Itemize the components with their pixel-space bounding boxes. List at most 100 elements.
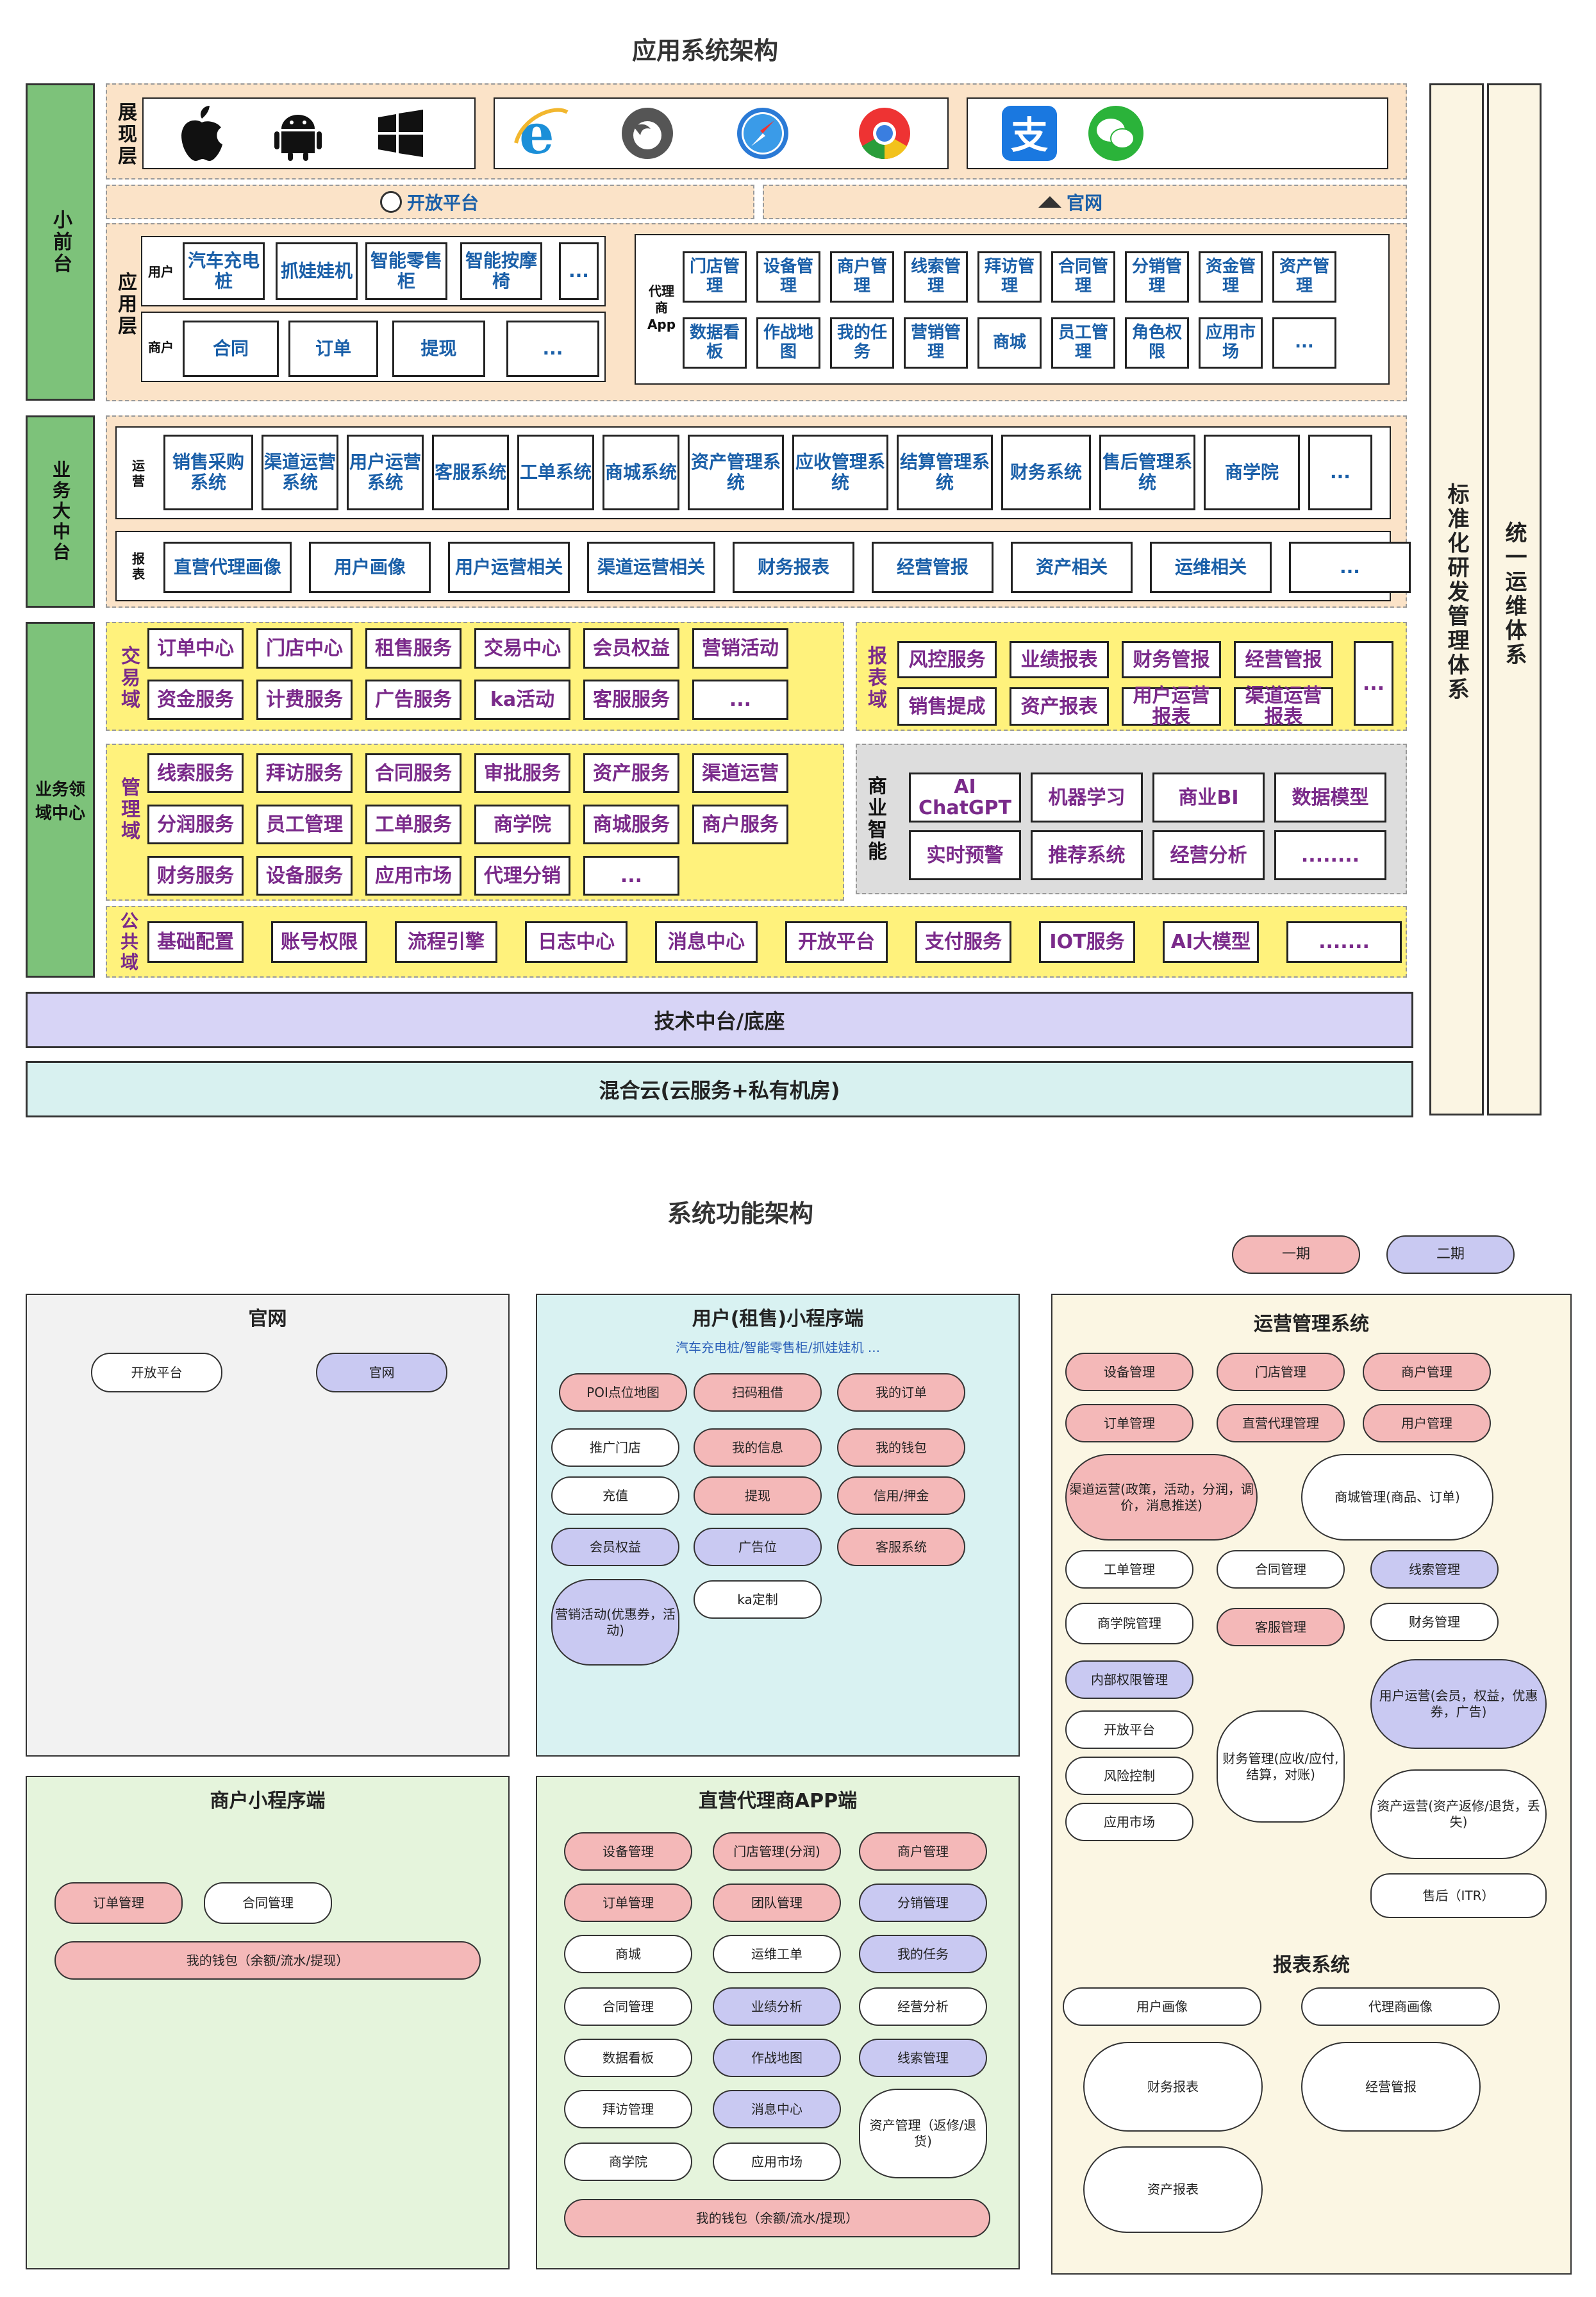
function-pill: 应用市场 (1065, 1803, 1193, 1841)
trade-label: 交易域 (117, 645, 140, 711)
function-pill: POI点位地图 (559, 1373, 687, 1412)
legend-phase2: 二期 (1386, 1235, 1515, 1274)
agent-item: 资金管理 (1199, 251, 1263, 303)
mgmt-item: 员工管理 (256, 805, 353, 844)
function-pill: 我的钱包（余额/流水/提现） (54, 1941, 481, 1980)
apple-icon (173, 103, 231, 164)
open-platform: 开放平台 (346, 187, 513, 217)
user-item: 智能零售柜 (365, 242, 447, 300)
user-mini-title: 用户(租售)小程序端 (692, 1308, 864, 1330)
mgmt-item: 工单服务 (365, 805, 461, 844)
trade-item: ... (692, 680, 788, 720)
mgmt-label: 管理域 (117, 776, 140, 842)
function-pill: 信用/押金 (837, 1476, 965, 1515)
agent-item: ... (1272, 317, 1336, 369)
public-item: 支付服务 (915, 921, 1011, 963)
domain-label: 业务领域中心 (26, 622, 95, 978)
function-pill: 风险控制 (1065, 1757, 1193, 1795)
function-pill: 我的钱包 (837, 1428, 965, 1467)
ops-item: 售后管理系统 (1099, 435, 1195, 510)
bi-item: 经营分析 (1152, 830, 1265, 880)
bi-item: ........ (1274, 830, 1386, 880)
legend-phase1: 一期 (1232, 1235, 1360, 1274)
public-item: 日志中心 (525, 921, 628, 963)
agent-item: 应用市场 (1199, 317, 1263, 369)
trade-item: 订单中心 (147, 628, 244, 669)
official-site-bar (763, 185, 1407, 219)
mgmt-item: 资产服务 (583, 753, 679, 793)
function-pill: 商户管理 (859, 1832, 987, 1871)
agent-item: 设备管理 (756, 251, 820, 303)
trade-item: 营销活动 (692, 628, 788, 669)
function-pill: 资产运营(资产返修/退货，丢失) (1370, 1769, 1547, 1859)
trade-item: 租售服务 (365, 628, 461, 669)
public-item: 流程引擎 (395, 921, 497, 963)
function-pill: 我的钱包（余额/流水/提现） (564, 2199, 990, 2237)
front-label: 小前台 (26, 83, 95, 401)
rep-item: 资产报表 (1010, 687, 1109, 726)
function-pill: 分销管理 (859, 1884, 987, 1922)
ops-label: 运营 (129, 459, 145, 490)
rep-item: 渠道运营报表 (1234, 685, 1333, 728)
function-pill: 经营管报 (1301, 2042, 1481, 2132)
func-title: 系统功能架构 (667, 1199, 813, 1228)
function-pill: 商城 (564, 1935, 692, 1973)
guanwang-title: 官网 (248, 1308, 287, 1330)
svg-text:支: 支 (1011, 113, 1048, 157)
function-pill: 扫码租借 (694, 1373, 822, 1412)
function-pill: 商学院管理 (1065, 1603, 1193, 1644)
report-item: ... (1289, 542, 1411, 593)
merchant-mini-title: 商户小程序端 (210, 1790, 326, 1812)
agent-item: 合同管理 (1051, 251, 1115, 303)
agent-item: 门店管理 (683, 251, 747, 303)
function-pill: 商户管理 (1363, 1353, 1491, 1391)
chrome-icon (852, 103, 917, 164)
report-item: 资产相关 (1011, 542, 1133, 593)
std-column: 标准化研发管理体系 (1429, 83, 1484, 1115)
trade-item: ka活动 (474, 680, 570, 720)
trade-item: 客服服务 (583, 680, 679, 720)
bi-item: 实时预警 (909, 830, 1021, 880)
agent-item: 线索管理 (904, 251, 968, 303)
report-domain-label: 报表域 (864, 645, 886, 711)
agent-app-label: 代理商App (647, 283, 676, 332)
ops-item: ... (1308, 435, 1372, 510)
open-platform-bar (106, 185, 754, 219)
function-pill: 订单管理 (1065, 1404, 1193, 1442)
show-layer-label: 展现层 (114, 102, 137, 167)
function-pill: 设备管理 (1065, 1353, 1193, 1391)
trade-item: 广告服务 (365, 680, 461, 720)
ops-item: 商城系统 (603, 435, 679, 510)
merchant-item: ... (506, 321, 599, 377)
trade-item: 资金服务 (147, 680, 244, 720)
hybrid-cloud-bar: 混合云(云服务+私有机房) (26, 1061, 1413, 1117)
ops-sys-title: 运营管理系统 (1254, 1313, 1369, 1335)
agent-item: 分销管理 (1125, 251, 1189, 303)
public-label: 公共域 (118, 912, 139, 973)
public-item: 账号权限 (271, 921, 367, 963)
function-pill: 数据看板 (564, 2039, 692, 2077)
mgmt-item: 分润服务 (147, 805, 244, 844)
function-pill: 充值 (551, 1476, 679, 1515)
alipay-icon: 支 (1000, 104, 1059, 163)
report-label: 报表 (129, 552, 145, 583)
function-pill: 官网 (316, 1353, 447, 1392)
ops-item: 销售采购系统 (163, 435, 253, 510)
function-pill: 合同管理 (564, 1987, 692, 2026)
agent-item: 商城 (977, 317, 1042, 369)
bi-label: 商业智能 (864, 775, 886, 863)
mgmt-item: ... (583, 856, 679, 896)
merchant-label: 商户 (148, 339, 174, 355)
user-item: 汽车充电桩 (183, 242, 265, 300)
safari-icon (731, 103, 795, 164)
function-pill: 内部权限管理 (1065, 1660, 1193, 1699)
merchant-item: 合同 (183, 321, 279, 377)
trade-item: 计费服务 (256, 680, 353, 720)
wechat-icon (1086, 104, 1145, 163)
function-pill: 推广门店 (551, 1428, 679, 1467)
agent-item: 员工管理 (1051, 317, 1115, 369)
ie-icon: e (510, 103, 574, 164)
ops-column: 统一运维体系 (1487, 83, 1542, 1115)
report-item: 用户运营相关 (448, 542, 570, 593)
ops-item: 资产管理系统 (688, 435, 784, 510)
